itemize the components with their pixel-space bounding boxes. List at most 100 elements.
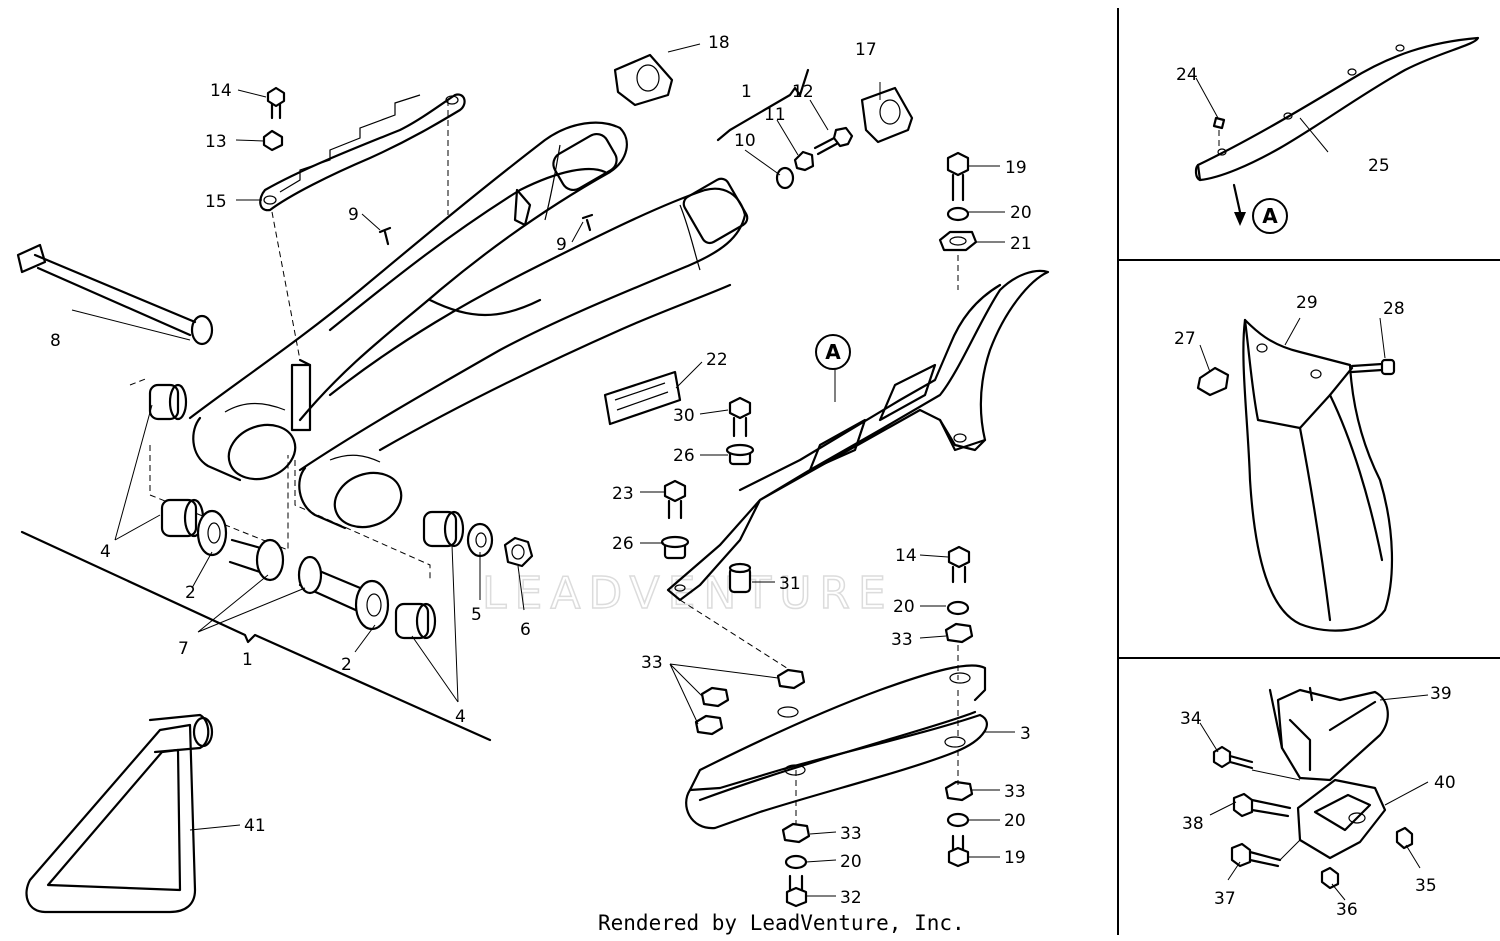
label-33-c: 33 [1004,782,1026,802]
bearing-upper[interactable] [148,383,188,421]
screw-9a[interactable] [378,226,392,246]
grommet-33f[interactable] [781,822,811,844]
label-19-bottom: 19 [1004,848,1026,868]
washer-20-a[interactable] [946,600,970,616]
washer-20-c[interactable] [784,854,808,870]
label-8: 8 [50,331,61,351]
chain-guard[interactable] [666,269,1050,602]
bolt-19-top[interactable] [946,151,970,202]
label-17: 17 [855,40,877,60]
screw-24[interactable] [1212,116,1226,130]
spacer-31[interactable] [728,562,752,594]
grommet-33d[interactable] [944,622,974,644]
collar-right[interactable] [354,579,390,631]
stand[interactable] [25,713,214,914]
label-6: 6 [520,620,531,640]
label-14-top: 14 [210,81,232,101]
label-26-upper: 26 [673,446,695,466]
label-39: 39 [1430,684,1452,704]
washer-5[interactable] [466,522,494,558]
bolt-12[interactable] [813,126,854,156]
bolt-30[interactable] [728,396,752,438]
label-20-top: 20 [1010,203,1032,223]
screw-28[interactable] [1350,358,1396,376]
nut-6[interactable] [503,536,534,568]
label-24: 24 [1176,65,1198,85]
bolt-37[interactable] [1230,842,1282,868]
washer-20-top[interactable] [946,206,970,222]
label-20-c: 20 [840,852,862,872]
washer-20-b[interactable] [946,812,970,828]
label-25: 25 [1368,156,1390,176]
washer-10[interactable] [775,166,795,190]
label-33-b: 33 [641,653,663,673]
label-9a: 9 [348,205,359,225]
svg-text:A: A [825,340,841,364]
decal-22[interactable] [603,370,682,426]
chain-adjuster-18[interactable] [613,53,674,107]
grommet-33c[interactable] [694,714,724,736]
assembly-bracket-upper [716,68,810,142]
label-27: 27 [1174,329,1196,349]
label-34: 34 [1180,709,1202,729]
bearing-far-right[interactable] [422,510,465,548]
bearing-right[interactable] [394,602,437,640]
swingarm[interactable] [188,121,750,536]
label-1-bottom: 1 [242,650,253,670]
nut-35[interactable] [1395,826,1414,850]
label-1-top: 1 [741,82,752,102]
bolt-34[interactable] [1212,745,1254,770]
grommet-33e[interactable] [944,780,974,802]
bolt-38[interactable] [1232,792,1292,818]
grommet-33a[interactable] [776,668,806,690]
grommet-33b[interactable] [700,686,730,708]
bolt-32[interactable] [785,874,808,908]
chain-guide-bracket-39[interactable] [1268,686,1389,782]
bolt-top[interactable] [266,86,286,120]
mud-flap[interactable] [1242,318,1394,632]
label-36: 36 [1336,900,1358,920]
pivot-bolt[interactable] [16,243,214,346]
bolt-14-lower[interactable] [947,545,971,584]
sleeve-right[interactable] [297,555,367,614]
screw-9b[interactable] [581,213,594,232]
part-labels: 14 13 15 8 9 9 18 17 1 12 11 10 19 20 21… [50,33,1456,920]
label-40: 40 [1434,773,1456,793]
collar-left[interactable] [196,509,228,557]
chain-slider-25[interactable] [1194,36,1480,182]
chain-adjuster-17[interactable] [860,86,914,144]
label-12: 12 [792,82,814,102]
arrow-a-icon [1232,183,1246,226]
collar-26-upper[interactable] [725,443,755,466]
bearing-left[interactable] [160,498,205,538]
bolt-23[interactable] [663,479,687,520]
nut-36[interactable] [1320,866,1340,890]
sleeve-left[interactable] [228,538,285,582]
label-9b: 9 [556,235,567,255]
label-38: 38 [1182,814,1204,834]
label-19-top: 19 [1005,158,1027,178]
label-35: 35 [1415,876,1437,896]
label-37: 37 [1214,889,1236,909]
label-4-right: 4 [455,707,466,727]
callout-a-main: A [815,334,851,370]
chain-guide[interactable] [685,664,988,830]
label-30: 30 [673,406,695,426]
washer-top[interactable] [262,129,284,152]
chain-guide-block-40[interactable] [1296,778,1387,860]
chain-guide-dashed-line [271,100,449,361]
label-2-right: 2 [341,655,352,675]
leader-lines [71,43,1429,901]
label-13: 13 [205,132,227,152]
grommet-21[interactable] [938,230,978,252]
label-26-lower: 26 [612,534,634,554]
label-28: 28 [1383,299,1405,319]
bolt-19-lower[interactable] [947,834,970,868]
block-leader-lines [1251,769,1301,861]
collar-26-lower[interactable] [660,535,690,560]
chain-slider-top[interactable] [259,93,466,212]
clip-nut-27[interactable] [1196,366,1230,397]
label-22: 22 [706,350,728,370]
guide-dashed-line [679,599,791,671]
washer-11[interactable] [793,150,815,172]
